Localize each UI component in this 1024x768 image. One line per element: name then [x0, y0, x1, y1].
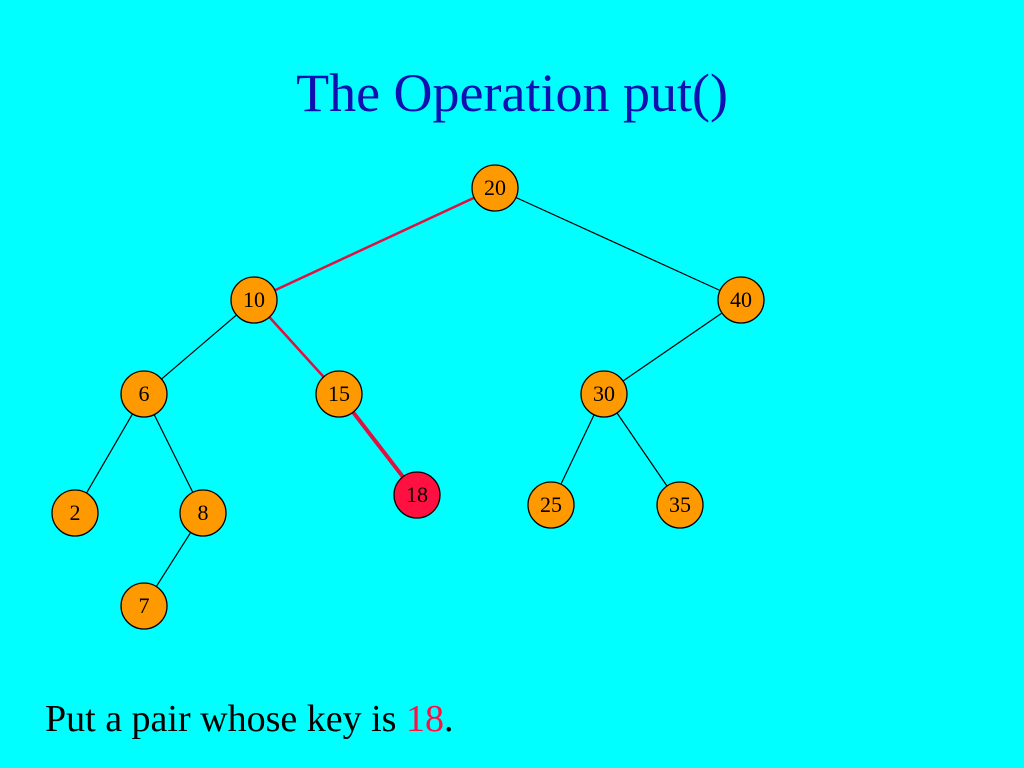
tree-edge-8-7 [155, 532, 192, 587]
tree-node-20: 20 [471, 164, 519, 212]
node-circle [527, 481, 575, 529]
caption-suffix: . [443, 698, 454, 740]
tree-node-8: 8 [179, 489, 227, 537]
caption-key: 18 [405, 698, 444, 740]
tree-edge-10-6 [161, 314, 237, 380]
node-key-label: 8 [198, 500, 209, 525]
node-circle [230, 276, 278, 324]
tree-edges [85, 196, 723, 587]
node-circle [179, 489, 227, 537]
tree-node-40: 40 [717, 276, 765, 324]
node-key-label: 40 [730, 287, 752, 312]
caption: Put a pair whose key is 18. [45, 696, 453, 742]
node-key-label: 18 [406, 482, 428, 507]
tree-edge-20-40 [515, 196, 721, 292]
slide-title: The Operation put() [296, 63, 728, 123]
node-key-label: 30 [593, 381, 615, 406]
node-circle [580, 370, 628, 418]
caption-text: Put a pair whose key is [45, 698, 406, 740]
tree-node-25: 25 [527, 481, 575, 529]
node-circle [471, 164, 519, 212]
tree-node-35: 35 [656, 481, 704, 529]
node-key-label: 10 [243, 287, 265, 312]
node-key-label: 20 [484, 175, 506, 200]
node-circle [656, 481, 704, 529]
node-key-label: 2 [70, 500, 81, 525]
node-key-label: 7 [139, 593, 150, 618]
tree-node-15: 15 [315, 370, 363, 418]
tree-node-6: 6 [120, 370, 168, 418]
tree-node-18: 18 [393, 471, 441, 519]
tree-edge-6-8 [153, 414, 194, 493]
tree-edge-30-35 [616, 412, 668, 487]
tree-edge-6-2 [85, 413, 134, 494]
tree-nodes: 20 10 40 6 15 30 2 8 18 25 35 7 [51, 164, 765, 630]
node-circle [717, 276, 765, 324]
tree-edge-40-30 [622, 312, 723, 382]
node-key-label: 15 [328, 381, 350, 406]
node-circle [120, 370, 168, 418]
tree-node-10: 10 [230, 276, 278, 324]
tree-node-2: 2 [51, 489, 99, 537]
tree-node-30: 30 [580, 370, 628, 418]
node-circle [120, 582, 168, 630]
tree-edge-30-25 [560, 414, 595, 485]
node-key-label: 25 [540, 492, 562, 517]
node-circle [393, 471, 441, 519]
node-key-label: 6 [139, 381, 150, 406]
node-circle [51, 489, 99, 537]
tree-edge-10-15 [268, 316, 325, 378]
tree-edge-15-18 [351, 410, 405, 479]
node-key-label: 35 [669, 492, 691, 517]
tree-edge-20-10 [274, 196, 475, 292]
tree-node-7: 7 [120, 582, 168, 630]
node-circle [315, 370, 363, 418]
